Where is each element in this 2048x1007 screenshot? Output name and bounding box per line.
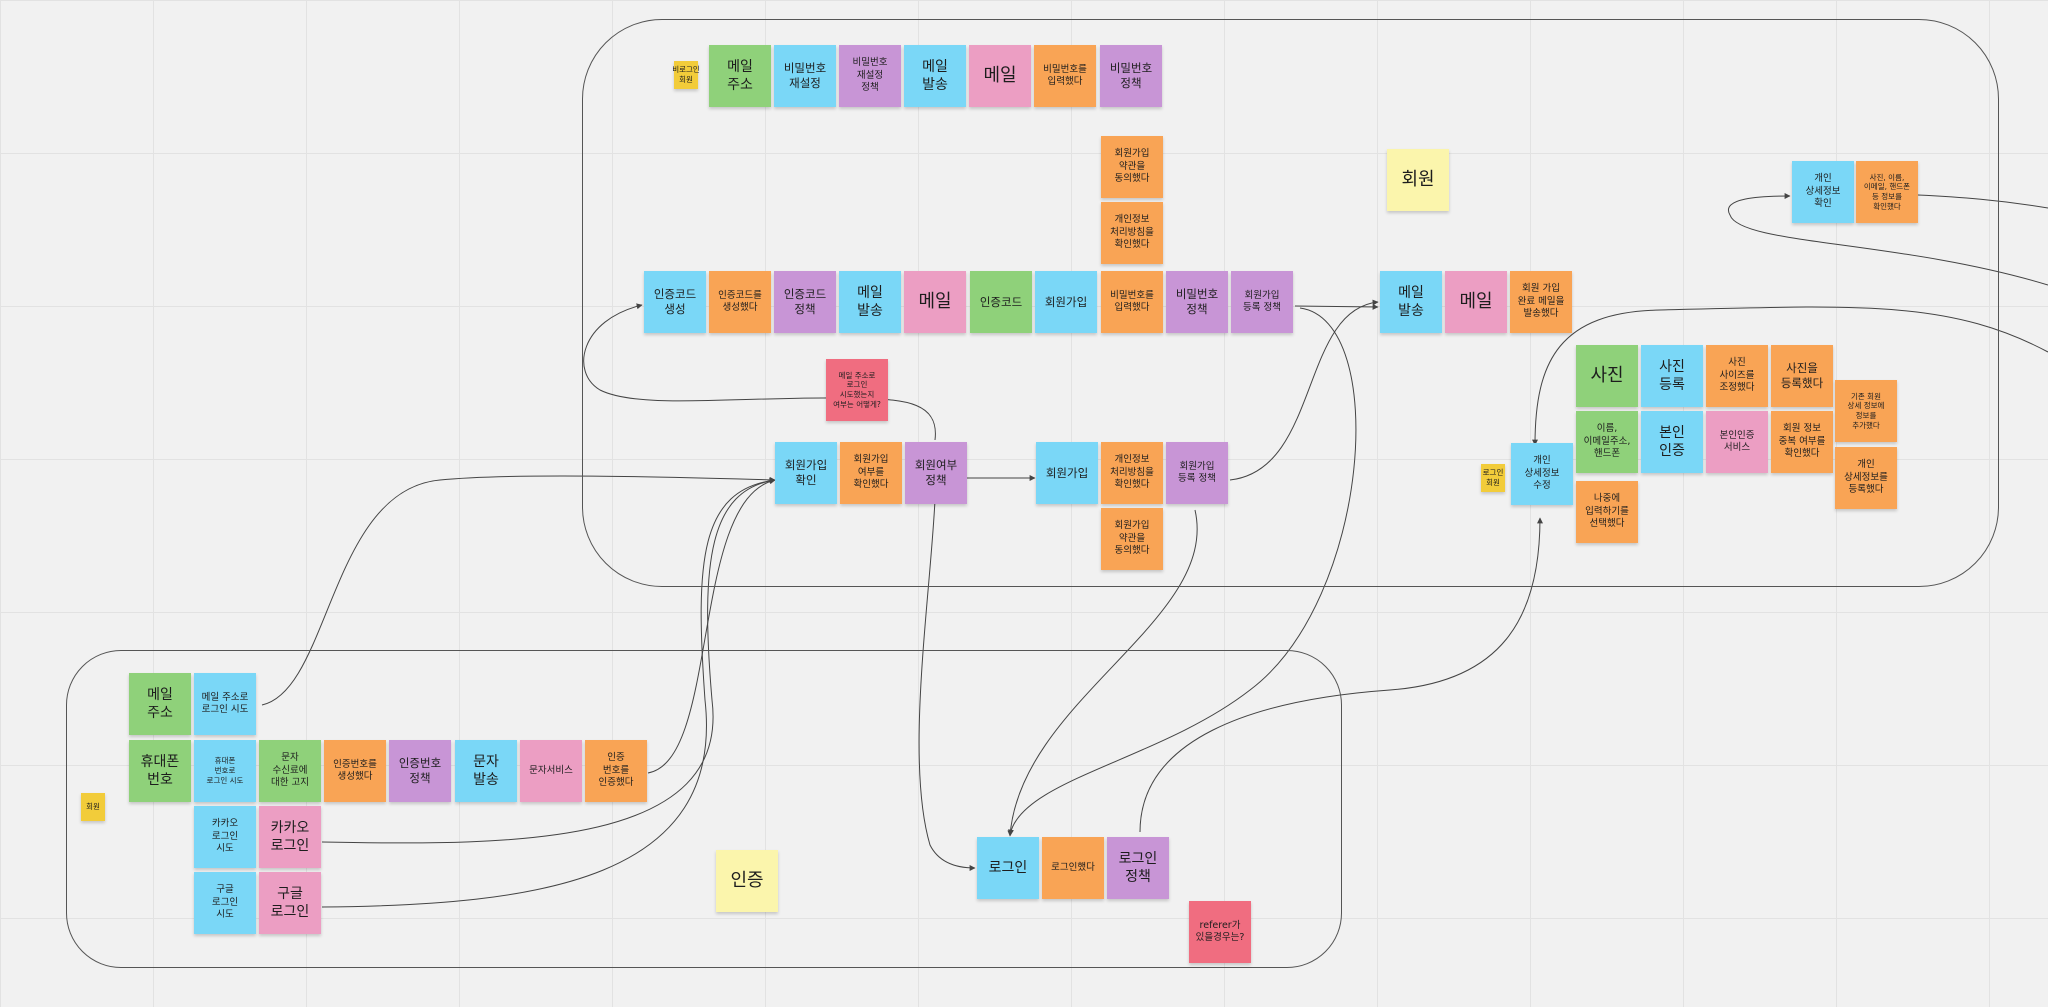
member-policy-note: 회원여부 정책	[905, 442, 967, 504]
sms-service-note: 문자서비스	[520, 740, 582, 802]
privacy-checked-note-2: 개인정보 처리방침을 확인했다	[1101, 442, 1163, 504]
pw-reset-command-note: 비밀번호 재설정	[774, 45, 836, 107]
mail-login-try-note: 메일 주소로 로그인 시도	[194, 673, 256, 735]
auth-mail-address-note: 메일 주소	[129, 673, 191, 735]
auth-member-tag: 회원	[81, 793, 105, 821]
done-mail-send-note: 메일 발송	[1380, 271, 1442, 333]
detail-registered-note: 개인 상세정보를 등록했다	[1835, 447, 1897, 509]
dup-checked-note: 회원 정보 중복 여부를 확인했다	[1771, 411, 1833, 473]
signup-command-note: 회원가입	[1035, 271, 1097, 333]
terms-agreed-note: 회원가입 약관을 동의했다	[1101, 136, 1163, 198]
sms-send-note: 문자 발송	[455, 740, 517, 802]
extra-info-added-note: 기존 회원 상세 정보에 정보를 추가했다	[1835, 380, 1897, 442]
signup-pw-entered-note: 비밀번호를 입력했다	[1101, 271, 1163, 333]
mail-login-question-note: 메일 주소로 로그인 시도했는지 여부는 어떻게?	[826, 359, 888, 421]
signup-check-note: 회원가입 확인	[775, 442, 837, 504]
signup-pw-policy-note: 비밀번호 정책	[1166, 271, 1228, 333]
pw-reset-mail-send-note: 메일 발송	[904, 45, 966, 107]
pw-reset-mail-note: 메일	[969, 45, 1031, 107]
auth-code-note: 인증코드	[970, 271, 1032, 333]
signup-mail-send-note: 메일 발송	[839, 271, 901, 333]
detail-edit-note: 개인 상세정보 수정	[1511, 443, 1573, 505]
sms-code-verified-note: 인증 번호를 인증했다	[585, 740, 647, 802]
login-command-note: 로그인	[977, 837, 1039, 899]
phone-number-note: 휴대폰 번호	[129, 740, 191, 802]
done-mail-note: 메일	[1445, 271, 1507, 333]
detail-viewed-note: 사진, 이름, 이메일, 핸드폰 등 정보를 확인했다	[1856, 161, 1918, 223]
logged-member-tag: 로그인 회원	[1481, 464, 1505, 492]
auth-frame	[66, 650, 1342, 968]
signup-mail-note: 메일	[904, 271, 966, 333]
google-login-note: 구글 로그인	[259, 872, 321, 934]
login-policy-note: 로그인 정책	[1107, 837, 1169, 899]
pw-reset-mail-address-note: 메일 주소	[709, 45, 771, 107]
photo-note: 사진	[1576, 345, 1638, 407]
privacy-checked-note: 개인정보 처리방침을 확인했다	[1101, 202, 1163, 264]
signup-reg-policy-note-2: 회원가입 등록 정책	[1166, 442, 1228, 504]
pw-entered-note: 비밀번호를 입력했다	[1034, 45, 1096, 107]
sms-code-policy-note: 인증번호 정책	[389, 740, 451, 802]
code-generate-note: 인증코드 생성	[644, 271, 706, 333]
input-later-note: 나중에 입력하기를 선택했다	[1576, 481, 1638, 543]
identity-service-note: 본인인증 서비스	[1706, 411, 1768, 473]
auth-zone-label: 인증	[716, 850, 778, 912]
member-zone-label: 회원	[1387, 149, 1449, 211]
pw-reset-policy-note: 비밀번호 재설정 정책	[839, 45, 901, 107]
google-login-try-note: 구글 로그인 시도	[194, 872, 256, 934]
signup-command-note-2: 회원가입	[1036, 442, 1098, 504]
member-checked-note: 회원가입 여부를 확인했다	[840, 442, 902, 504]
code-generated-note: 인증코드를 생성했다	[709, 271, 771, 333]
kakao-login-try-note: 카카오 로그인 시도	[194, 806, 256, 868]
photo-register-note: 사진 등록	[1641, 345, 1703, 407]
done-mail-sent-note: 회원 가입 완료 메일을 발송했다	[1510, 271, 1572, 333]
photo-resized-note: 사진 사이즈를 조정했다	[1706, 345, 1768, 407]
identity-verify-note: 본인 인증	[1641, 411, 1703, 473]
sms-fee-notice-note: 문자 수신료에 대한 고지	[259, 740, 321, 802]
member-frame	[582, 19, 1999, 587]
name-email-phone-note: 이름, 이메일주소, 핸드폰	[1576, 411, 1638, 473]
referer-question-note: referer가 있을경우는?	[1189, 901, 1251, 963]
signup-reg-policy-note: 회원가입 등록 정책	[1231, 271, 1293, 333]
pw-policy-note-top: 비밀번호 정책	[1100, 45, 1162, 107]
photo-registered-note: 사진을 등록했다	[1771, 345, 1833, 407]
kakao-login-note: 카카오 로그인	[259, 806, 321, 868]
unlogged-member-tag: 비로그인 회원	[672, 61, 700, 89]
code-policy-note: 인증코드 정책	[774, 271, 836, 333]
detail-view-note: 개인 상세정보 확인	[1792, 161, 1854, 223]
sms-code-generated-note: 인증번호를 생성했다	[324, 740, 386, 802]
terms-agreed-note-2: 회원가입 약관을 동의했다	[1101, 508, 1163, 570]
logged-in-note: 로그인했다	[1042, 837, 1104, 899]
phone-login-try-note: 휴대폰 번호로 로그인 시도	[194, 740, 256, 802]
